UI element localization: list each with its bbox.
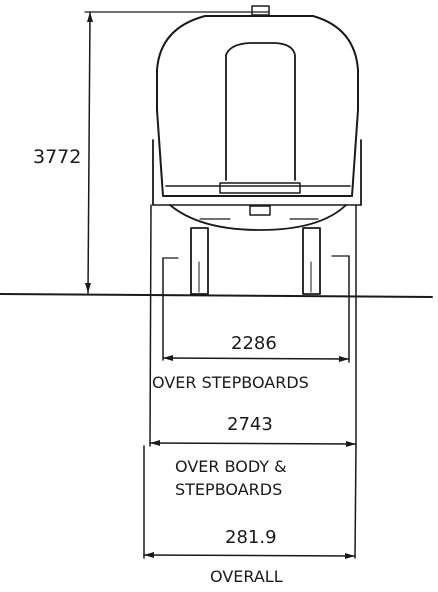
overall-caption: OVERALL xyxy=(210,567,283,586)
headstock-curve xyxy=(169,204,347,231)
overall-arrow-left xyxy=(144,552,154,558)
body-value: 2743 xyxy=(227,414,273,435)
height-arrow-top xyxy=(87,12,93,22)
body-stepboards-dimension: 2743 OVER BODY & STEPBOARDS xyxy=(149,204,357,499)
height-dimension: 3772 xyxy=(33,11,269,294)
overall-right-extension xyxy=(354,445,357,559)
body-dimension-line xyxy=(149,442,357,445)
stepboards-arrow-right xyxy=(339,356,349,362)
body-caption-line1: OVER BODY & xyxy=(175,457,287,476)
end-window xyxy=(225,42,296,181)
height-value: 3772 xyxy=(33,146,81,168)
overall-arrow-right xyxy=(345,553,355,559)
stepboards-arrow-left xyxy=(163,355,173,361)
overall-value: 281.9 xyxy=(225,527,277,548)
stepboards-dimension: 2286 OVER STEPBOARDS xyxy=(152,255,350,392)
body-left-extension xyxy=(149,204,152,447)
body-arrow-left xyxy=(150,440,160,446)
right-bogie-frame xyxy=(302,227,321,295)
ground-line xyxy=(0,293,433,298)
left-bogie-frame xyxy=(190,227,209,295)
body-arrow-right xyxy=(346,441,356,447)
coupler-box xyxy=(249,205,271,216)
vehicle-body xyxy=(152,5,362,295)
roof-vent xyxy=(251,5,270,16)
overall-dimension-line xyxy=(143,554,356,557)
body-caption-line2: STEPBOARDS xyxy=(175,480,282,499)
stepboards-caption: OVER STEPBOARDS xyxy=(152,373,309,392)
stepboards-dimension-line xyxy=(162,357,350,360)
height-dimension-line xyxy=(87,11,91,294)
body-outline xyxy=(156,15,359,197)
stepboards-value: 2286 xyxy=(231,333,277,354)
gangway-plate xyxy=(219,182,301,194)
height-arrow-bottom xyxy=(85,283,91,293)
overall-dimension: 281.9 OVERALL xyxy=(143,445,357,586)
